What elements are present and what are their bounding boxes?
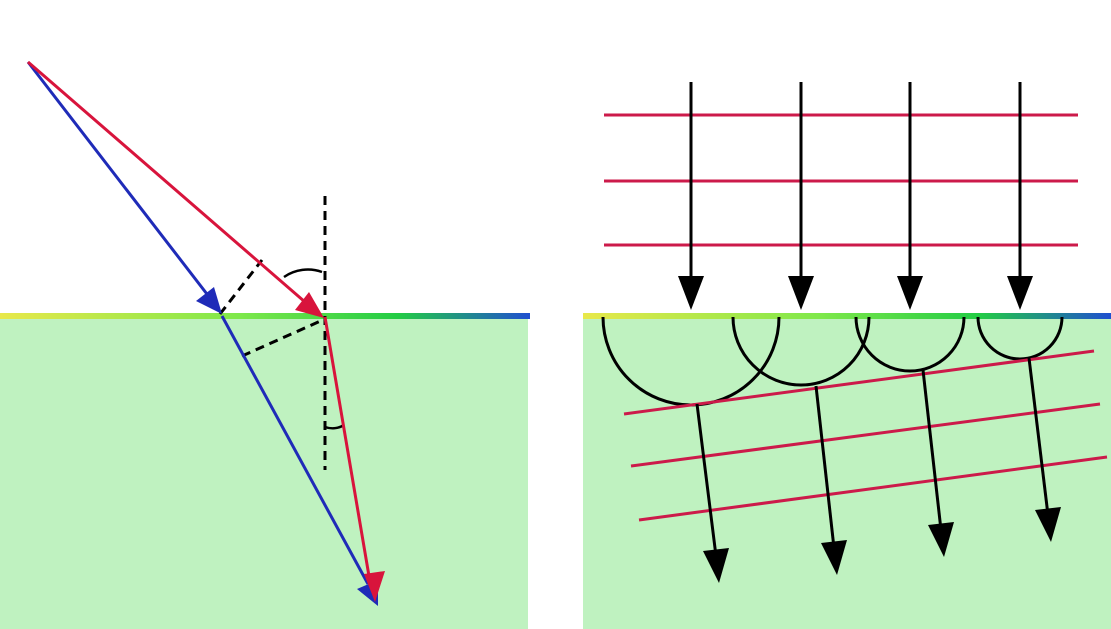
incident-ray-arrowhead [897,276,923,310]
refracted-ray [695,403,718,557]
refracted-wavefront-dashed [241,317,326,358]
left-medium [0,317,528,629]
incident-rays [678,82,1033,310]
refracted-ray [1027,357,1050,516]
refracted-ray-arrowhead [1035,507,1061,542]
incidence-angle-arc [283,268,323,279]
refracted-ray-arrowhead [703,548,729,583]
incident-blue-ray [26,61,212,299]
incident-red-ray [27,60,306,304]
refracted-wavefront [638,455,1108,522]
refracted-red-ray [323,316,372,583]
incident-ray-arrowhead [788,276,814,310]
incident-wavefront-dashed [218,259,264,315]
wavelet [976,317,1064,361]
refracted-ray-arrowhead [821,540,847,575]
right-panel [583,82,1111,629]
incident-wavefronts [604,113,1078,247]
refracted-ray-arrowhead [928,522,954,557]
refracted-ray [814,385,836,549]
incident-blue-arrowhead [196,287,222,314]
left-panel [0,60,530,629]
refracted-rays [695,357,1061,583]
incident-ray-arrowhead [1007,276,1033,310]
wavelet [731,317,871,387]
refracted-wavefront [623,349,1095,416]
right-interface-line [583,313,1111,319]
wavelet [854,317,966,373]
refracted-blue-ray [220,315,370,585]
left-interface-line [0,313,530,319]
refracted-ray [921,369,943,531]
refracted-red-arrowhead [364,571,385,602]
incident-ray-arrowhead [678,276,704,310]
incident-red-arrowhead [295,292,324,318]
refracted-wavefront [630,402,1101,468]
right-medium [583,317,1111,629]
refracted-wavefronts [623,349,1108,522]
